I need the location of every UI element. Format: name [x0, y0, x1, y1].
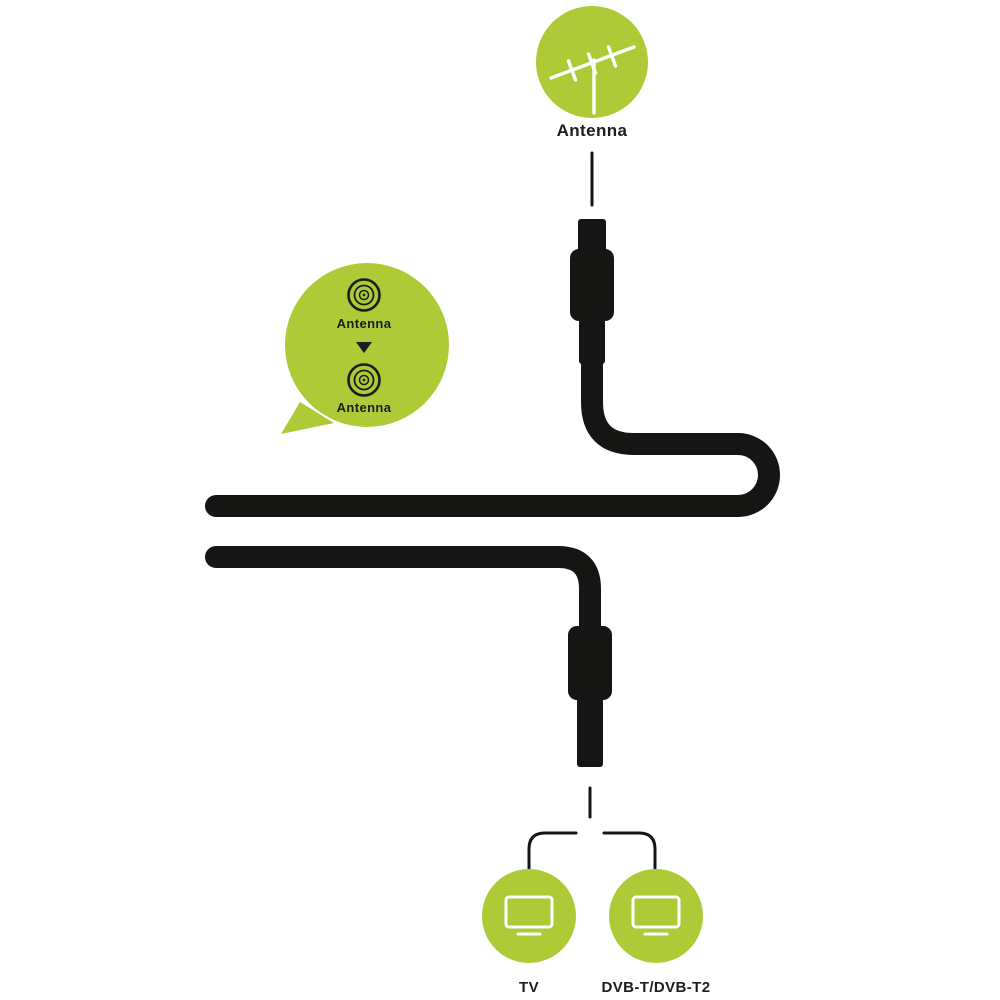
dvbt-output-label: DVB-T/DVB-T2 — [601, 979, 711, 996]
coax-connector-icon — [347, 278, 381, 312]
tv-output-label: TV — [519, 979, 539, 996]
tv-icon — [631, 895, 681, 936]
connector-type-bubble — [281, 263, 449, 434]
antenna-icon — [549, 45, 636, 115]
coax-plug-bottom — [568, 626, 612, 767]
antenna-source-badge — [536, 6, 648, 118]
coax-connector-icon — [347, 363, 381, 397]
antenna-label: Antenna — [556, 121, 628, 140]
cable-upper — [205, 341, 780, 517]
dvbt-circle — [609, 869, 703, 963]
cable-lower — [205, 546, 601, 645]
tv-circle — [482, 869, 576, 963]
tv-icon — [504, 895, 554, 936]
bubble-tail — [281, 402, 334, 434]
bubble-antenna-to-label: Antenna — [336, 400, 392, 415]
dvbt-output-badge — [609, 869, 703, 963]
split-bracket — [527, 831, 657, 870]
bubble-antenna-from-label: Antenna — [336, 316, 392, 331]
arrow-down-icon — [356, 342, 372, 353]
tv-output-badge — [482, 869, 576, 963]
